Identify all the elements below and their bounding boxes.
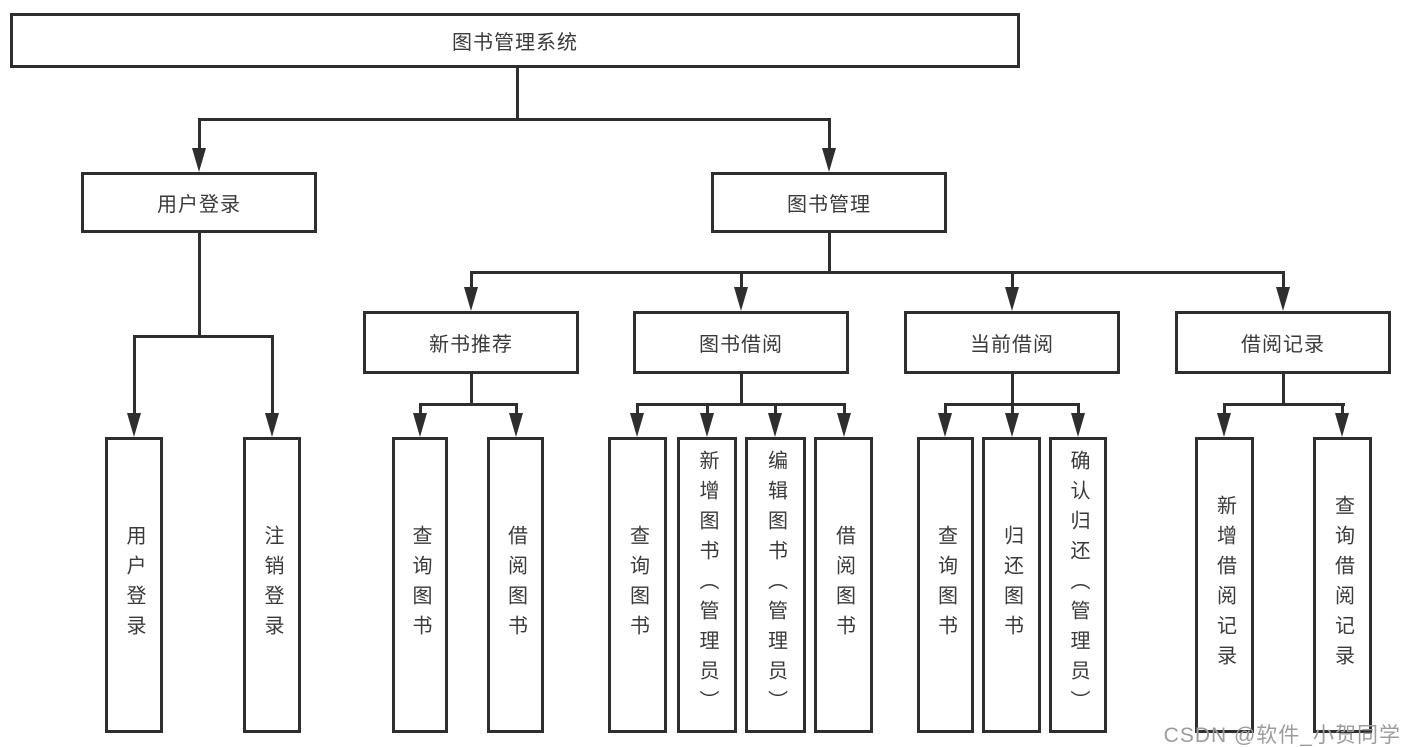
connector-arrowhead (413, 413, 427, 437)
node-book-management: 图书管理 (711, 172, 947, 233)
connector-line (419, 403, 422, 415)
node-user-login: 用户登录 (81, 172, 317, 233)
connector-arrowhead (768, 413, 782, 437)
node-library-system: 图书管理系统 (10, 13, 1020, 68)
node-label: 编辑图书（管理员） (764, 450, 787, 720)
connector-line (828, 233, 831, 271)
connector-line (133, 335, 136, 415)
connector-line (198, 233, 201, 335)
node-label: 归还图书 (1000, 525, 1023, 645)
node-book-borrow: 图书借阅 (633, 311, 849, 374)
node-label: 新增图书（管理员） (696, 450, 718, 720)
connector-line (271, 335, 274, 415)
node-label: 确认归还（管理员） (1067, 450, 1089, 720)
connector-line (133, 335, 274, 338)
leaf-user-login: 用户登录 (105, 437, 163, 733)
leaf-query-books: 查询图书 (392, 437, 448, 733)
connector-arrowhead (192, 148, 206, 172)
connector-line (1011, 271, 1014, 289)
connector-arrowhead (265, 413, 279, 437)
leaf-edit-books-admin: 编辑图书（管理员） (745, 437, 806, 733)
connector-line (1282, 374, 1285, 403)
connector-arrowhead (127, 413, 141, 437)
connector-arrowhead (1071, 413, 1085, 437)
node-label: 图书借阅 (699, 334, 783, 356)
node-label: 借阅图书 (832, 525, 855, 645)
node-label: 图书管理系统 (452, 32, 578, 54)
node-label: 用户登录 (123, 525, 145, 645)
node-label: 新书推荐 (429, 334, 513, 356)
connector-line (419, 403, 518, 406)
connector-arrowhead (700, 413, 714, 437)
connector-line (1341, 403, 1344, 415)
connector-arrowhead (509, 413, 523, 437)
connector-line (1077, 403, 1080, 415)
connector-line (1223, 403, 1226, 415)
csdn-watermark: CSDN @软件_小贺同学 (1163, 724, 1401, 747)
connector-arrowhead (837, 413, 851, 437)
connector-line (774, 403, 777, 415)
connector-line (470, 271, 1285, 274)
connector-arrowhead (630, 413, 644, 437)
connector-line (740, 374, 743, 403)
connector-arrowhead (464, 287, 478, 311)
connector-line (1011, 374, 1014, 403)
leaf-add-books-admin: 新增图书（管理员） (677, 437, 737, 733)
leaf-add-borrow-record: 新增借阅记录 (1195, 437, 1254, 733)
node-label: 查询图书 (409, 525, 431, 645)
node-label: 查询图书 (934, 525, 957, 645)
leaf-query-books: 查询图书 (608, 437, 667, 733)
node-label: 查询图书 (626, 525, 649, 645)
connector-line (198, 118, 201, 150)
connector-arrowhead (1005, 413, 1019, 437)
connector-line (1011, 403, 1014, 415)
connector-line (740, 271, 743, 289)
node-label: 查询借阅记录 (1331, 495, 1354, 675)
connector-line (828, 118, 831, 150)
connector-line (706, 403, 709, 415)
connector-line (470, 374, 473, 403)
connector-line (515, 403, 518, 415)
leaf-query-borrow-record: 查询借阅记录 (1313, 437, 1372, 733)
connector-line (636, 403, 846, 406)
connector-arrowhead (1217, 413, 1231, 437)
connector-arrowhead (822, 148, 836, 172)
connector-line (516, 68, 519, 118)
leaf-confirm-return-admin: 确认归还（管理员） (1049, 437, 1107, 733)
connector-arrowhead (1005, 287, 1019, 311)
connector-arrowhead (1335, 413, 1349, 437)
leaf-borrow-books: 借阅图书 (487, 437, 544, 733)
leaf-borrow-books: 借阅图书 (814, 437, 873, 733)
connector-line (1282, 271, 1285, 289)
node-current-borrow: 当前借阅 (904, 311, 1120, 374)
connector-arrowhead (938, 413, 952, 437)
connector-line (470, 271, 473, 289)
node-borrow-records: 借阅记录 (1175, 311, 1391, 374)
connector-line (843, 403, 846, 415)
leaf-logout: 注销登录 (243, 437, 301, 733)
node-label: 借阅记录 (1241, 334, 1325, 356)
node-new-book-recommend: 新书推荐 (363, 311, 579, 374)
node-label: 新增借阅记录 (1213, 495, 1236, 675)
connector-arrowhead (734, 287, 748, 311)
connector-line (1223, 403, 1345, 406)
node-label: 借阅图书 (504, 525, 527, 645)
leaf-return-books: 归还图书 (982, 437, 1041, 733)
connector-line (944, 403, 947, 415)
node-label: 当前借阅 (970, 334, 1054, 356)
connector-line (636, 403, 639, 415)
leaf-query-books: 查询图书 (917, 437, 974, 733)
connector-line (198, 118, 831, 121)
node-label: 用户登录 (157, 194, 241, 216)
node-label: 注销登录 (261, 525, 283, 645)
node-label: 图书管理 (787, 194, 871, 216)
connector-arrowhead (1276, 287, 1290, 311)
